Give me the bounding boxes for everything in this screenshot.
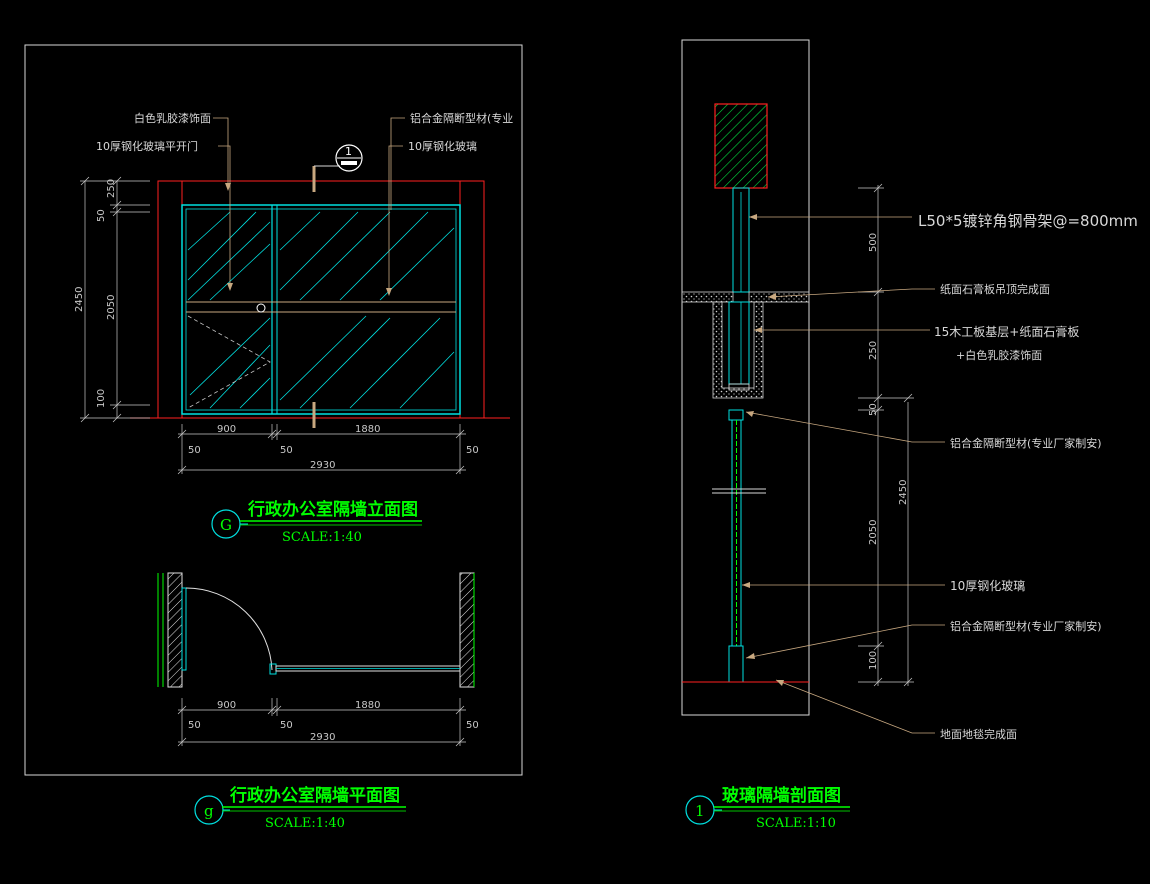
leader-glass xyxy=(388,145,403,290)
section-marker-bar xyxy=(341,161,357,165)
arrow-alu-top xyxy=(746,411,754,417)
section-bottom-profile xyxy=(728,645,744,683)
plan-door-jamb xyxy=(269,663,277,675)
plan-dim-2930: 2930 xyxy=(310,732,335,743)
section-dim-100: 100 xyxy=(868,651,879,670)
section-dim-250: 250 xyxy=(868,341,879,360)
plan-dim-50-mid: 50 xyxy=(280,720,293,731)
dim-50-left: 50 xyxy=(188,445,201,456)
plan-scale: SCALE:1:40 xyxy=(265,816,345,831)
plan-right-wall xyxy=(459,572,475,688)
elevation-left-wall xyxy=(157,180,183,419)
arrow-board xyxy=(754,327,762,333)
label-alu-profile: 铝合金隔断型材(专业 xyxy=(410,111,513,125)
arrow-floor xyxy=(776,680,784,686)
label-alu-bottom: 铝合金隔断型材(专业厂家制安) xyxy=(950,619,1102,633)
plan-dims xyxy=(177,698,466,747)
left-sheet-border xyxy=(24,44,523,776)
dim-250: 250 xyxy=(106,179,117,198)
dim-50-right: 50 xyxy=(466,445,479,456)
arrow-steel-frame xyxy=(749,214,757,220)
arrow-glass xyxy=(386,288,392,296)
label-board-2: +白色乳胶漆饰面 xyxy=(956,348,1042,362)
arrow-alu-bottom xyxy=(746,653,755,659)
door-swing-lines xyxy=(187,315,271,409)
plan-title: 行政办公室隔墙平面图 xyxy=(229,785,400,806)
section-view: 500 250 50 2050 2450 100 L50*5镀锌角钢骨架@=80… xyxy=(681,103,1138,831)
section-bulkhead-base xyxy=(728,383,750,391)
plan-dim-1880: 1880 xyxy=(355,700,380,711)
arrow-ceiling xyxy=(768,293,776,300)
dim-1880: 1880 xyxy=(355,424,380,435)
elevation-tag: G xyxy=(220,516,232,534)
plan-dim-50-right: 50 xyxy=(466,720,479,731)
leader-alu-profile xyxy=(390,117,405,210)
dim-100: 100 xyxy=(96,389,107,408)
label-steel-frame: L50*5镀锌角钢骨架@=800mm xyxy=(918,212,1138,230)
dim-50-v: 50 xyxy=(96,209,107,222)
dim-2050: 2050 xyxy=(106,295,117,320)
section-ceiling-right xyxy=(748,291,810,303)
elevation-annotations: 白色乳胶漆饰面 10厚钢化玻璃平开门 铝合金隔断型材(专业 10厚钢化玻璃 xyxy=(96,111,513,296)
label-alu-top: 铝合金隔断型材(专业厂家制安) xyxy=(950,436,1102,450)
section-top-profile xyxy=(728,409,744,421)
section-annotations xyxy=(742,216,945,734)
label-board: 15木工板基层+纸面石膏板 xyxy=(934,324,1079,339)
plan-left-wall xyxy=(167,572,183,688)
leader-door xyxy=(218,145,231,285)
plan-view: 900 1880 50 50 50 2930 g 行政办公室隔墙平面图 SCAL… xyxy=(157,572,479,831)
elevation-view: 1 白色乳胶漆饰面 10厚钢化玻璃平开门 铝合金隔断型材(专业 10厚钢化玻璃 xyxy=(74,111,513,545)
section-ceiling-left xyxy=(681,291,734,303)
right-sheet-border xyxy=(681,39,810,716)
section-beam xyxy=(714,103,768,189)
elevation-right-wall xyxy=(459,180,485,419)
label-floor: 地面地毯完成面 xyxy=(940,727,1017,741)
arrow-door xyxy=(227,283,233,291)
elevation-glass-inner xyxy=(185,208,457,411)
dim-50-mid: 50 xyxy=(280,445,293,456)
plan-dim-50-left: 50 xyxy=(188,720,201,731)
label-ceiling: 纸面石膏板吊顶完成面 xyxy=(940,282,1050,296)
section-dim-50: 50 xyxy=(868,403,879,416)
dim-2930: 2930 xyxy=(310,460,335,471)
section-dim-2050: 2050 xyxy=(868,520,879,545)
elevation-scale: SCALE:1:40 xyxy=(282,530,362,545)
dim-2450: 2450 xyxy=(74,287,85,312)
section-title: 玻璃隔墙剖面图 xyxy=(722,785,841,806)
elevation-vertical-dims xyxy=(80,176,150,423)
elevation-title: 行政办公室隔墙立面图 xyxy=(247,499,418,520)
elevation-glass-frame xyxy=(181,204,461,415)
section-marker-number: 1 xyxy=(345,145,352,158)
section-dims xyxy=(858,183,914,687)
plan-door-swing xyxy=(185,587,273,671)
plan-tag: g xyxy=(204,802,214,820)
section-marker-circle xyxy=(335,144,363,172)
label-white-paint: 白色乳胶漆饰面 xyxy=(134,111,211,125)
section-tag: 1 xyxy=(695,802,705,820)
arrow-white-paint xyxy=(225,183,231,191)
section-dim-2450: 2450 xyxy=(898,480,909,505)
section-scale: SCALE:1:10 xyxy=(756,816,836,831)
glass-reflection-lines xyxy=(187,211,455,409)
arrow-glass xyxy=(742,582,750,588)
label-door: 10厚钢化玻璃平开门 xyxy=(96,139,198,153)
plan-door-leaf xyxy=(181,587,187,671)
door-handle xyxy=(256,303,266,313)
leader-white-paint xyxy=(213,117,229,185)
label-glass: 10厚钢化玻璃 xyxy=(408,139,477,153)
elevation-horizontal-dims xyxy=(177,424,466,475)
dim-900: 900 xyxy=(217,424,236,435)
plan-dim-900: 900 xyxy=(217,700,236,711)
section-dim-500: 500 xyxy=(868,233,879,252)
label-glass-section: 10厚钢化玻璃 xyxy=(950,579,1025,593)
